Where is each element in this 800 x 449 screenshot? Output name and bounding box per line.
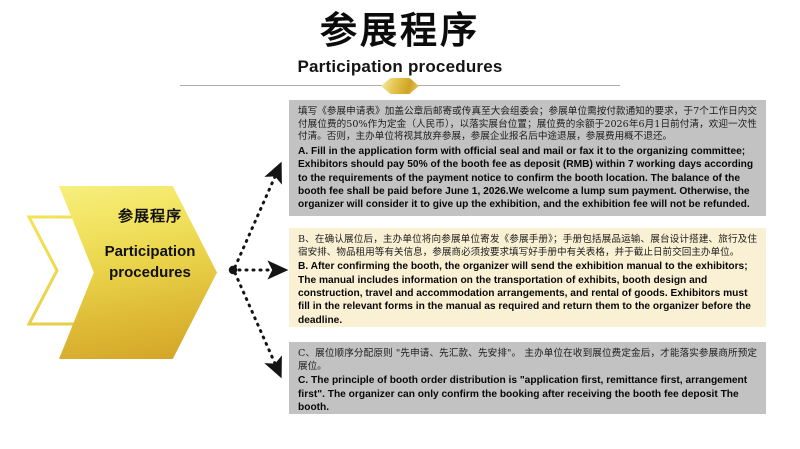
content-block-b-chinese: B、在确认展位后，主办单位将向参展单位寄发《参展手册》；手册包括展品运输、展台设… (298, 234, 757, 258)
divider-rule-right (413, 85, 620, 86)
page-title-english: Participation procedures (297, 57, 503, 76)
content-block-c: C、展位顺序分配原则 "先申请、先汇款、先安排"。 主办单位在收到展位费定金后，… (289, 342, 766, 414)
content-block-a-english: A. Fill in the application form with off… (298, 145, 754, 211)
divider-rule-left (180, 85, 387, 86)
chevron-label: 参展程序 Participation procedures (95, 205, 205, 283)
content-block-a-chinese: 填写《参展申请表》加盖公章后邮寄或传真至大会组委会；参展单位需按付款通知的要求，… (298, 106, 757, 143)
title-divider (180, 78, 620, 94)
chevron-label-chinese: 参展程序 (117, 207, 182, 225)
chevron-group: 参展程序 Participation procedures (0, 0, 280, 449)
page-title: 参展程序 Participation procedures (0, 6, 800, 78)
content-block-a: 填写《参展申请表》加盖公章后邮寄或传真至大会组委会；参展单位需按付款通知的要求，… (289, 100, 766, 216)
content-block-c-chinese: C、展位顺序分配原则 "先申请、先汇款、先安排"。 主办单位在收到展位费定金后，… (298, 348, 757, 372)
content-block-b-english: B. After confirming the booth, the organ… (298, 261, 751, 326)
content-block-b: B、在确认展位后，主办单位将向参展单位寄发《参展手册》；手册包括展品运输、展台设… (289, 228, 766, 327)
gold-hexagon-icon (381, 78, 419, 94)
chevron-label-english: Participation procedures (104, 243, 196, 281)
page-title-chinese: 参展程序 (320, 8, 480, 52)
content-block-c-english: C. The principle of booth order distribu… (298, 375, 748, 413)
